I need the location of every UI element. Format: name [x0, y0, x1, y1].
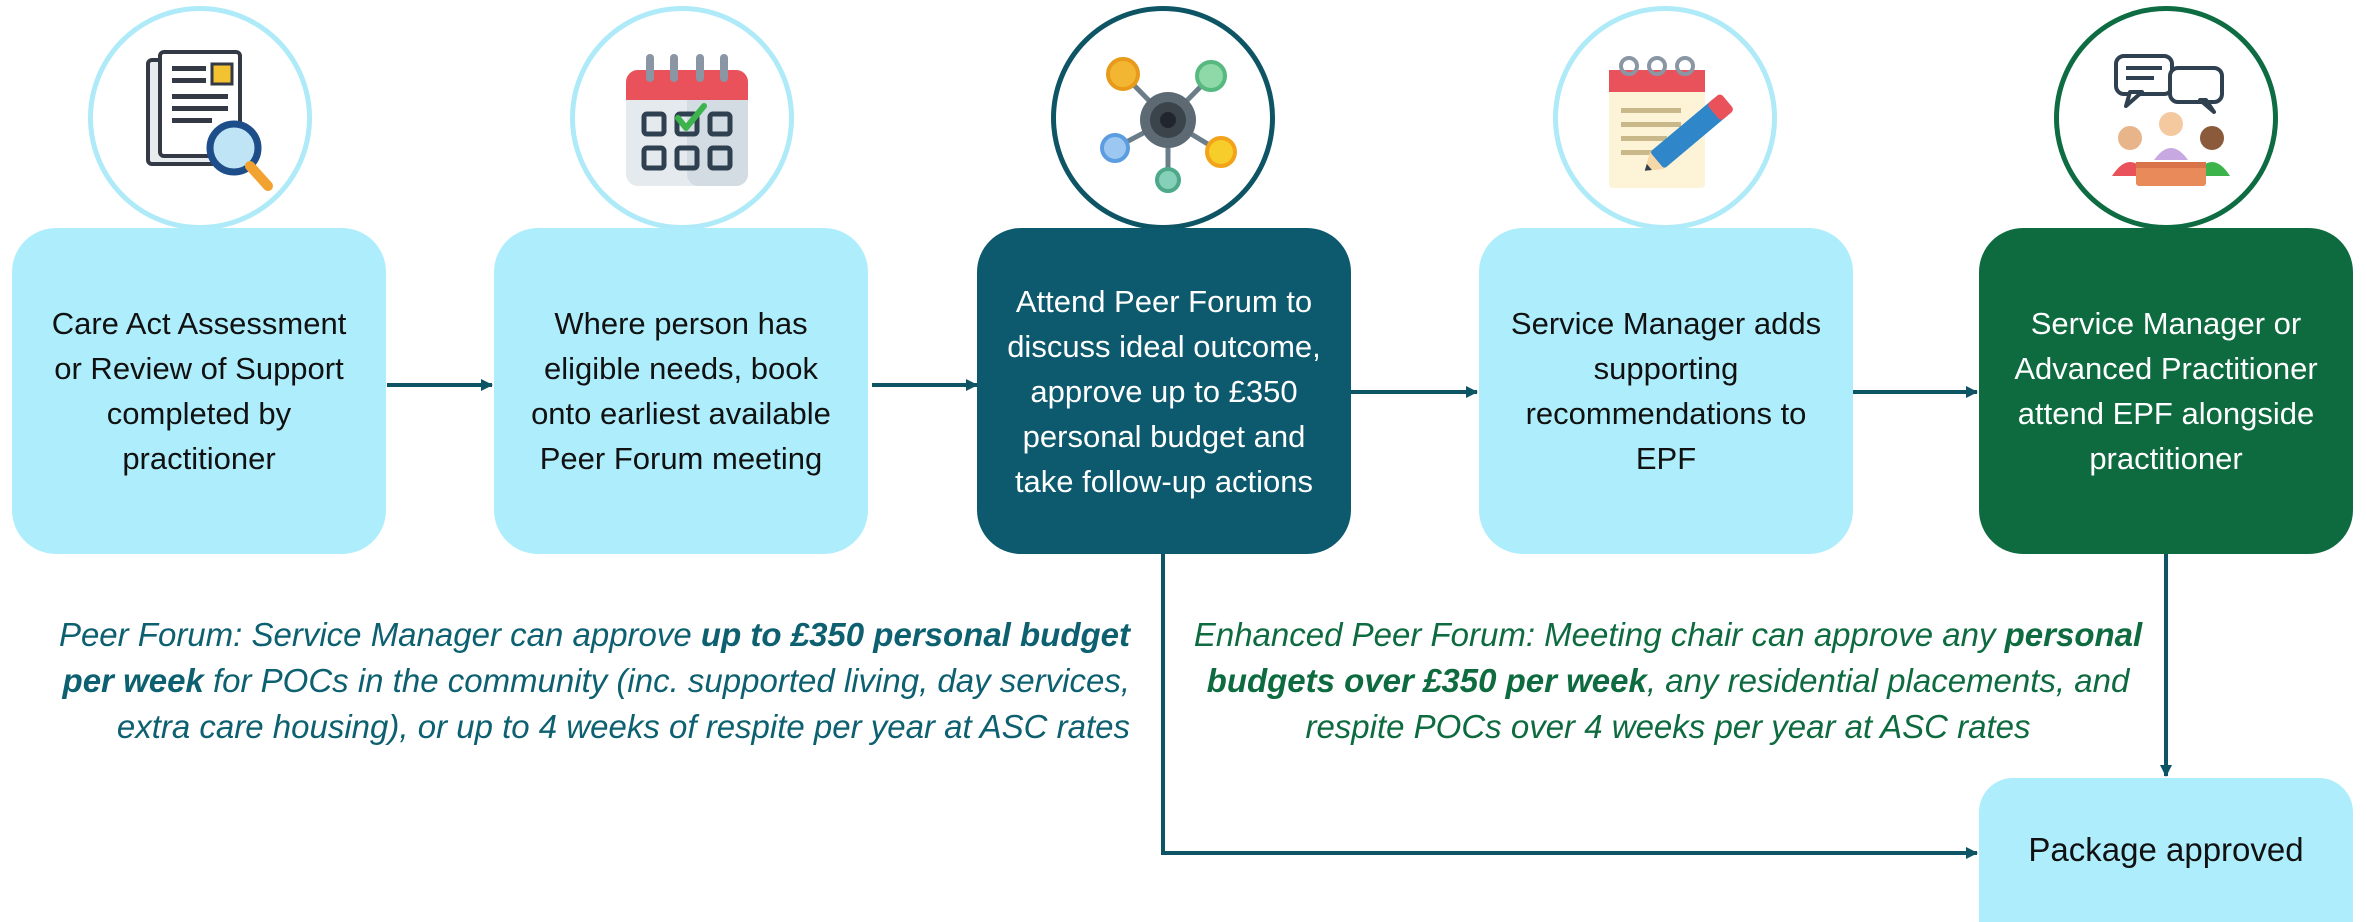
step-5-label: Service Manager or Advanced Practitioner… — [2014, 306, 2318, 476]
peer-forum-note-part2: for POCs in the community (inc. supporte… — [116, 662, 1130, 745]
step-5-icon-circle — [2054, 6, 2278, 230]
step-1-icon-circle — [88, 6, 312, 230]
notepad-pencil-icon — [1609, 56, 1733, 188]
package-approved-label: Package approved — [2028, 831, 2304, 868]
meeting-discussion-icon — [2112, 54, 2230, 186]
step-3-box: Attend Peer Forum to discuss ideal outco… — [977, 228, 1351, 554]
peer-forum-note-emphasis: up to £350 personal budget per week — [62, 616, 1130, 699]
step-1-box: Care Act Assessment or Review of Support… — [12, 228, 386, 554]
enhanced-note-part1: Enhanced Peer Forum: Meeting chair can a… — [1193, 616, 2005, 653]
step-4-box: Service Manager adds supporting recommen… — [1479, 228, 1853, 554]
step-3-label: Attend Peer Forum to discuss ideal outco… — [1007, 283, 1321, 499]
step-2-icon-circle — [570, 6, 794, 230]
step-4-icon-circle — [1553, 6, 1777, 230]
step-1-label: Care Act Assessment or Review of Support… — [51, 306, 347, 476]
enhanced-note-emphasis: personal budgets over £350 per week — [1206, 616, 2143, 699]
step-5-box: Service Manager or Advanced Practitioner… — [1979, 228, 2353, 554]
document-search-icon — [146, 50, 273, 191]
step-2-label: Where person has eligible needs, book on… — [531, 306, 831, 476]
arrow-step3-to-approved — [1161, 554, 1978, 859]
enhanced-note-part2: , any residential placements, and respit… — [1305, 662, 2130, 745]
enhanced-peer-forum-note: Enhanced Peer Forum: Meeting chair can a… — [1168, 612, 2168, 750]
network-hub-icon — [1100, 57, 1237, 193]
calendar-check-icon — [626, 54, 748, 186]
package-approved-box: Package approved — [1979, 778, 2353, 922]
step-3-icon-circle — [1051, 6, 1275, 230]
step-2-box: Where person has eligible needs, book on… — [494, 228, 868, 554]
peer-forum-note-part1: Peer Forum: Service Manager can approve — [58, 616, 701, 653]
step-4-label: Service Manager adds supporting recommen… — [1510, 306, 1822, 476]
peer-forum-note: Peer Forum: Service Manager can approve … — [20, 612, 1130, 750]
